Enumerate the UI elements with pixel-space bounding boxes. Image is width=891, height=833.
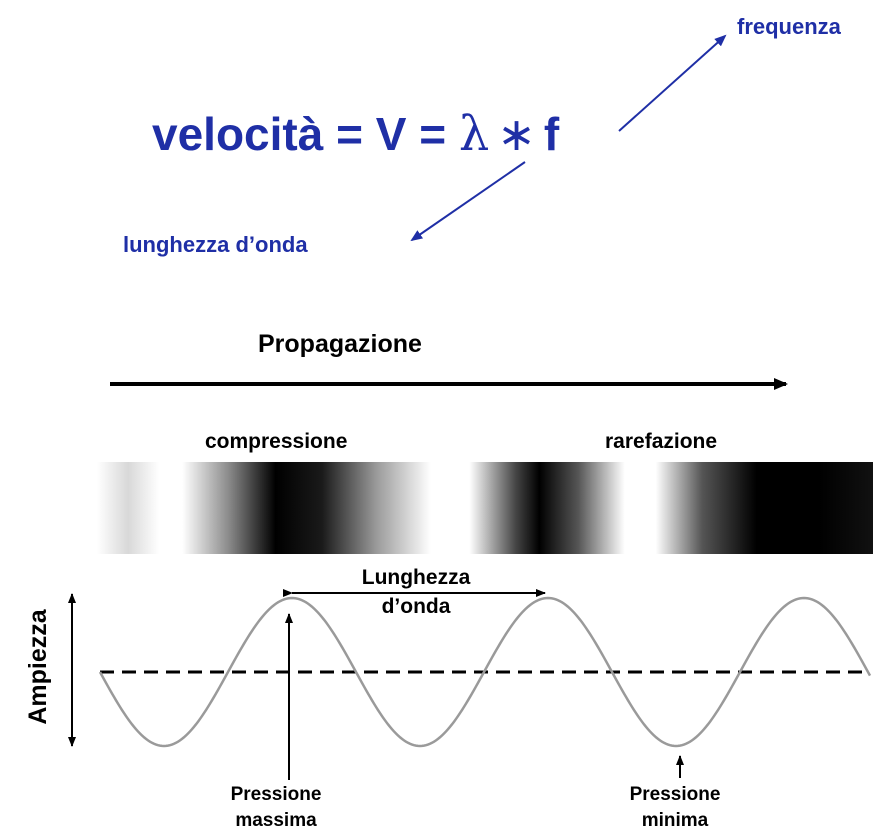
frequency-symbol: f bbox=[544, 108, 560, 160]
max-pressure-line2: massima bbox=[235, 810, 317, 831]
frequency-label: frequenza bbox=[737, 14, 842, 39]
max-pressure-line1: Pressione bbox=[231, 784, 322, 805]
formula-text: velocità = V = λ∗f bbox=[152, 106, 560, 162]
wavelength-arrow bbox=[410, 161, 526, 242]
rarefaction-label: rarefazione bbox=[605, 430, 717, 453]
multiply-operator: ∗ bbox=[497, 108, 536, 160]
compression-label: compressione bbox=[205, 430, 347, 453]
density-band bbox=[97, 462, 873, 554]
wavelength-formula-label: lunghezza d’onda bbox=[123, 232, 308, 257]
min-pressure-line1: Pressione bbox=[630, 784, 721, 805]
propagation-label: Propagazione bbox=[258, 330, 422, 358]
amplitude-label: Ampiezza bbox=[24, 608, 52, 724]
min-pressure-line2: minima bbox=[642, 810, 709, 831]
wavelength-label-line1: Lunghezza bbox=[362, 566, 471, 589]
frequency-arrow bbox=[618, 34, 727, 132]
lambda-symbol: λ bbox=[459, 106, 489, 162]
sine-wave bbox=[98, 596, 872, 748]
wavelength-label-line2: d’onda bbox=[382, 595, 451, 618]
